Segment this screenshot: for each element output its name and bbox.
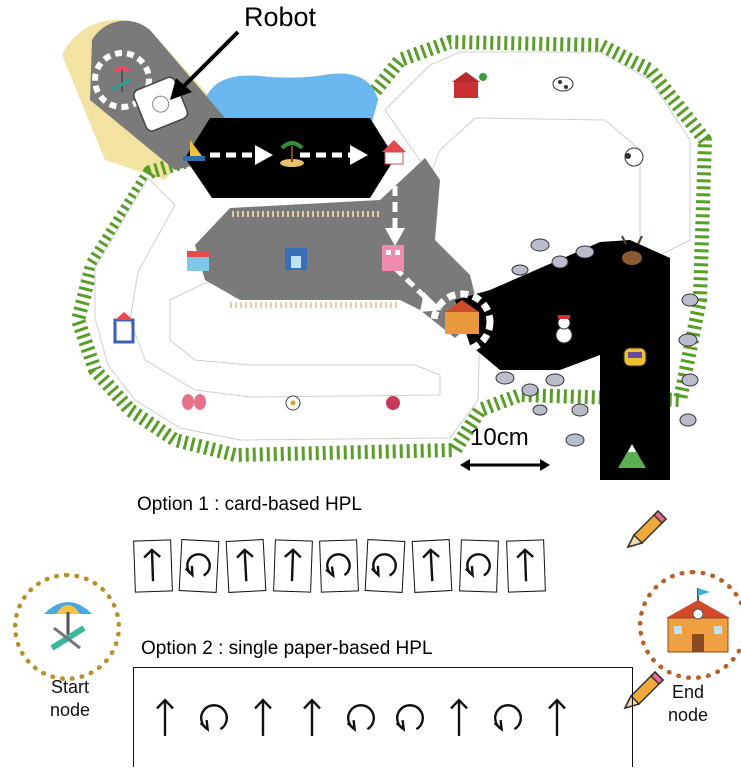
arrow-up-icon — [145, 690, 185, 746]
forward-symbol — [537, 690, 577, 746]
option2-title: Option 2 : single paper-based HPL — [141, 638, 433, 660]
forward-card — [412, 539, 453, 593]
tram-icon — [624, 348, 646, 366]
scale-label: 10cm — [470, 424, 529, 452]
beach-chair-icon — [38, 588, 98, 652]
turn-card — [365, 539, 406, 593]
forward-symbol — [292, 690, 332, 746]
turn-symbol — [390, 690, 430, 746]
arrow-up-icon — [134, 540, 171, 590]
map-illustration — [0, 0, 741, 490]
school-icon — [660, 584, 732, 656]
turn-symbol — [194, 690, 234, 746]
sheep-icon — [625, 148, 643, 166]
forward-card — [226, 539, 267, 593]
forward-symbol — [439, 690, 479, 746]
arrow-up-icon — [227, 540, 265, 591]
turn-arrow-icon — [460, 540, 497, 590]
arrow-up-icon — [537, 690, 577, 746]
arrow-up-icon — [292, 690, 332, 746]
turn-card — [179, 539, 220, 593]
water-area — [205, 74, 378, 122]
cow-icon — [553, 77, 573, 91]
forward-card — [273, 539, 313, 592]
turn-arrow-icon — [488, 690, 528, 746]
flower-icon — [286, 396, 300, 410]
turn-arrow-icon — [341, 690, 381, 746]
road-black-top — [185, 118, 395, 198]
scale-bar-left-end — [460, 459, 470, 471]
start-node-label-text: Start node — [30, 676, 110, 722]
turn-arrow-icon — [366, 540, 404, 591]
forward-card — [506, 539, 546, 592]
arrow-up-icon — [243, 690, 283, 746]
robot-label: Robot — [244, 2, 316, 33]
turn-card — [459, 539, 499, 592]
berry-icon — [386, 396, 400, 410]
forward-symbol — [243, 690, 283, 746]
arrow-up-icon — [413, 540, 451, 591]
forward-card — [133, 539, 173, 592]
turn-card — [319, 539, 359, 592]
turn-symbol — [341, 690, 381, 746]
bank-icon — [285, 248, 307, 270]
turn-arrow-icon — [180, 540, 218, 591]
arrow-up-icon — [439, 690, 479, 746]
pencil-icon — [620, 505, 670, 555]
turn-arrow-icon — [320, 540, 357, 590]
end-node-label: End node — [648, 681, 728, 727]
library-icon — [382, 245, 404, 271]
option1-title: Option 1 : card-based HPL — [137, 494, 362, 516]
turn-symbol — [488, 690, 528, 746]
start-node-label: Start node — [30, 676, 110, 722]
scale-bar-right-end — [540, 459, 550, 471]
end-node-label-text: End node — [648, 681, 728, 727]
turn-arrow-icon — [194, 690, 234, 746]
arrow-up-icon — [274, 540, 311, 590]
forward-symbol — [145, 690, 185, 746]
arrow-up-icon — [507, 540, 544, 590]
turn-arrow-icon — [390, 690, 430, 746]
shop-icon — [187, 251, 209, 271]
